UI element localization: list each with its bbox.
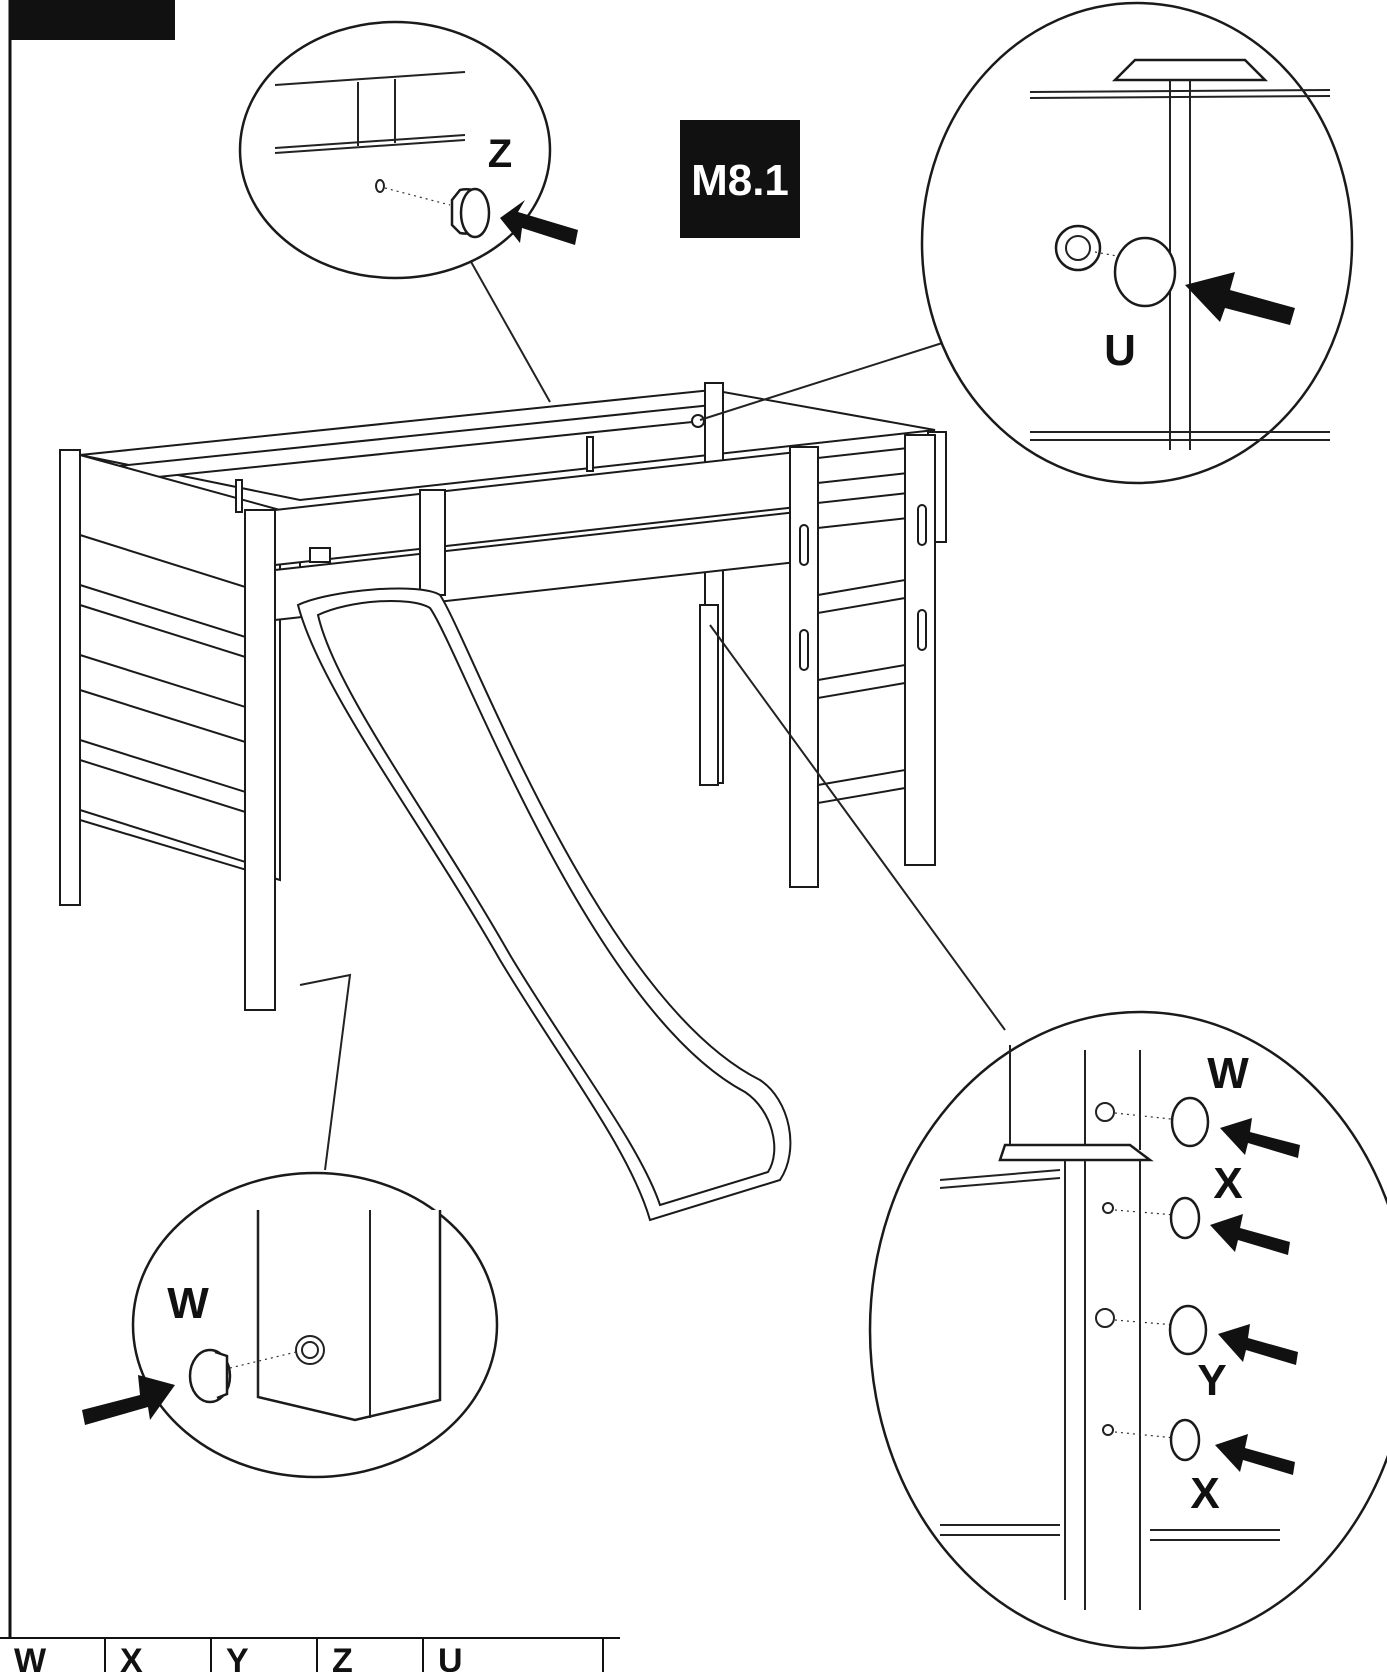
callout-u-label: U <box>1104 326 1136 375</box>
callout-w-right-label: W <box>1207 1049 1249 1098</box>
parts-legend: W X Y Z U <box>0 1637 620 1672</box>
arrow-icon <box>1215 1434 1295 1475</box>
detail-circle-wxyx: W X Y X <box>868 1010 1387 1650</box>
legend-cell: X <box>106 1639 212 1672</box>
leader-lines <box>299 259 1006 1171</box>
step-badge-label: M8.1 <box>691 156 789 205</box>
detail-circle-u: U <box>920 1 1354 485</box>
legend-cell: W <box>0 1639 106 1672</box>
arrow-icon <box>1210 1214 1290 1255</box>
step-badge: M8.1 <box>680 120 800 238</box>
arrow-icon <box>500 200 578 245</box>
callout-z-label: Z <box>488 132 512 176</box>
legend-cell: Z <box>318 1639 424 1672</box>
arrow-icon <box>1218 1324 1298 1365</box>
legend-cell: Y <box>212 1639 318 1672</box>
header-tab <box>10 0 175 40</box>
loft-bed-with-slide <box>59 382 947 1222</box>
detail-circle-z: Z <box>238 20 578 280</box>
detail-circle-w: W <box>82 1171 499 1479</box>
callout-y-label: Y <box>1197 1356 1226 1405</box>
arrow-icon <box>82 1375 175 1425</box>
legend-cell: U <box>424 1639 604 1672</box>
callout-x2-label: X <box>1190 1469 1219 1518</box>
arrow-icon <box>1185 272 1295 325</box>
callout-w-left-label: W <box>167 1279 209 1328</box>
callout-x1-label: X <box>1213 1159 1242 1208</box>
arrow-icon <box>1220 1118 1300 1158</box>
